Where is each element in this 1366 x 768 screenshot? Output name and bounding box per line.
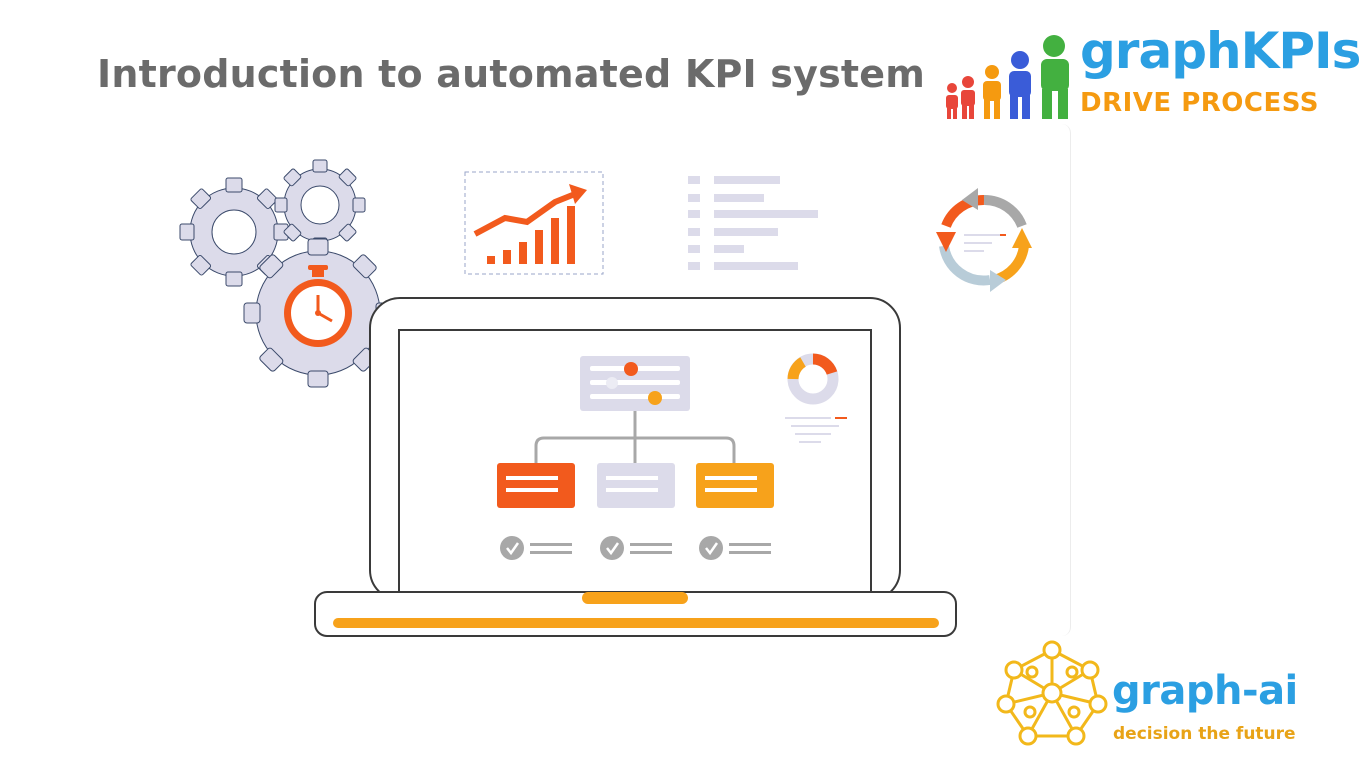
check-circle-icon	[500, 536, 771, 560]
trend-chart-icon	[464, 171, 604, 275]
people-logo-icon	[942, 34, 1082, 128]
gear-icon	[179, 159, 393, 388]
network-logo-icon	[992, 638, 1112, 757]
kpi-illustration	[170, 150, 1060, 654]
graphkpis-brand-name: graphKPIs	[1080, 22, 1361, 80]
donut-chart-icon	[785, 353, 847, 443]
graphai-brand-tagline: decision the future	[1113, 724, 1296, 744]
list-icon	[688, 176, 818, 270]
graphai-brand-name: graph-ai	[1112, 668, 1298, 714]
graphkpis-brand-tagline: DRIVE PROCESS	[1080, 88, 1320, 118]
slide-title: Introduction to automated KPI system	[97, 52, 926, 96]
stopwatch-icon	[284, 265, 352, 347]
cycle-arrows-icon	[936, 188, 1032, 292]
org-chart-icon	[497, 356, 774, 508]
panel-edge	[1062, 124, 1071, 636]
